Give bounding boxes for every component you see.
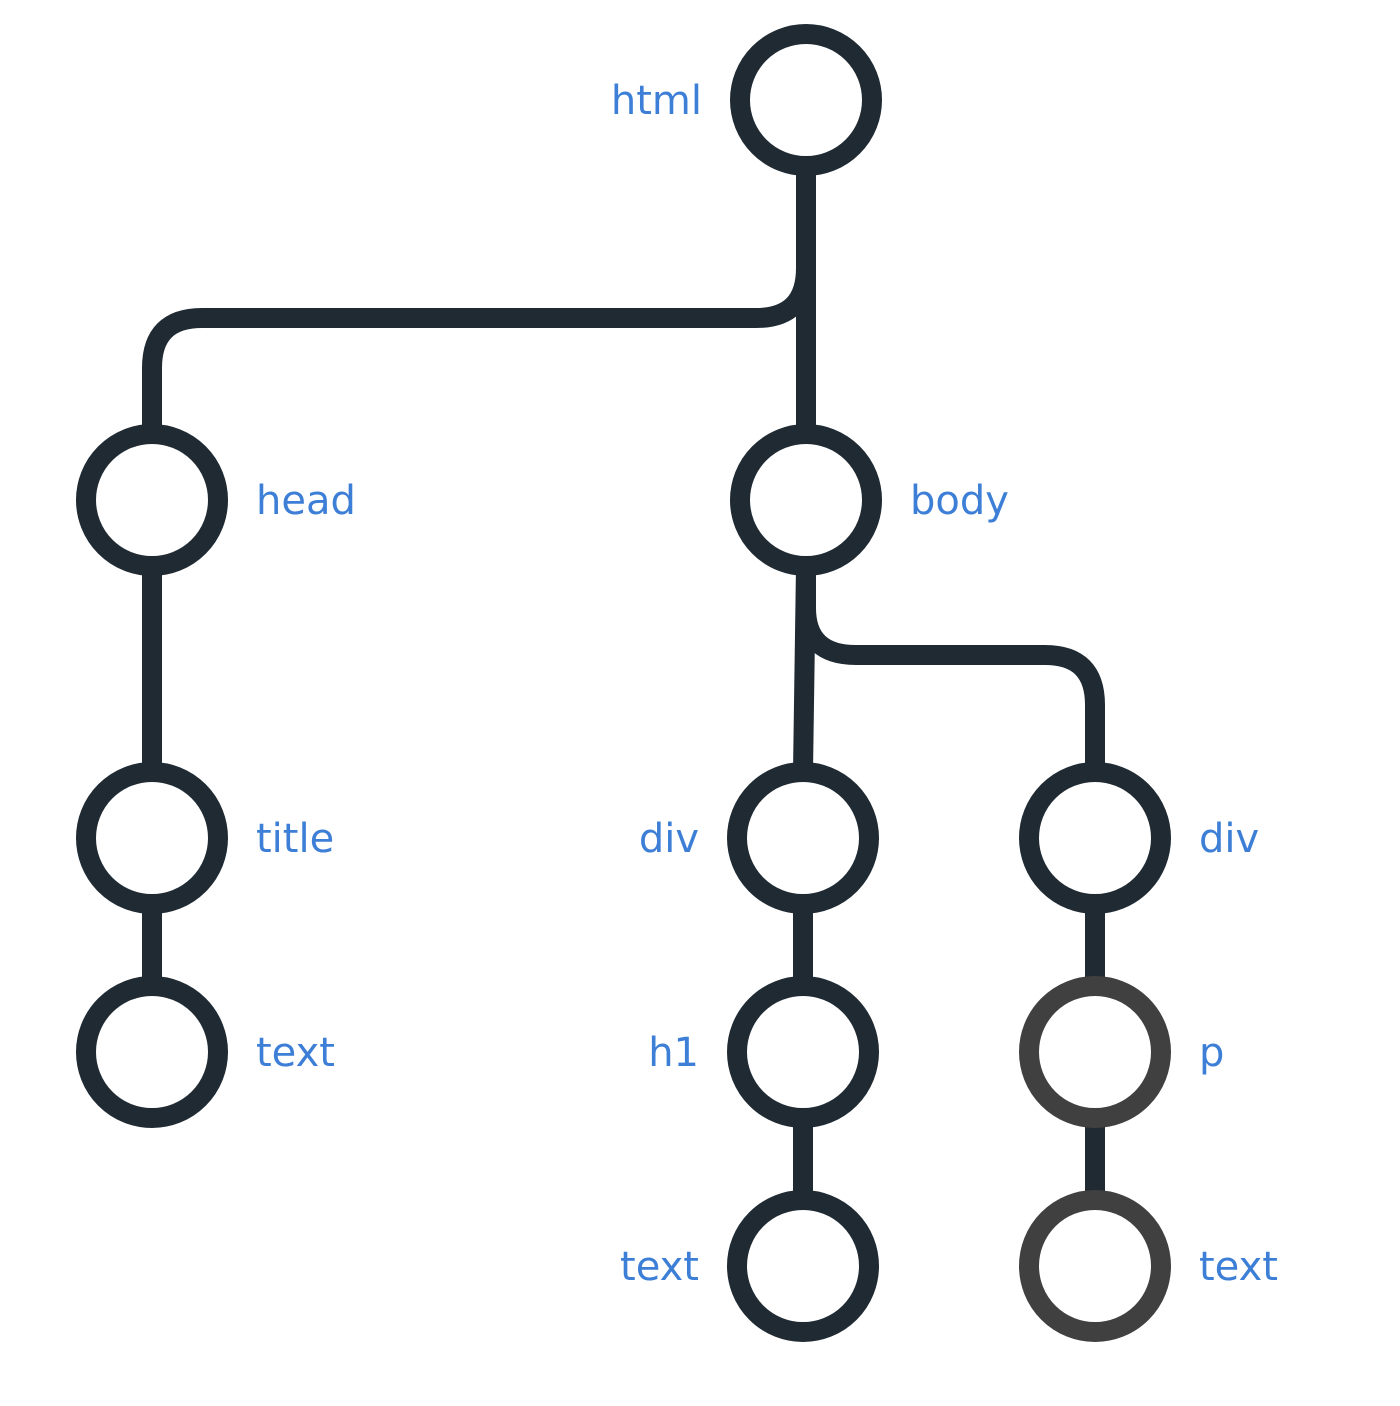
label-html: html	[611, 78, 702, 124]
label-title: title	[256, 816, 334, 862]
label-p: p	[1199, 1030, 1224, 1076]
label-text3: text	[1199, 1244, 1278, 1290]
node-text1	[76, 976, 228, 1128]
node-div2	[1019, 762, 1171, 914]
label-head: head	[256, 478, 356, 524]
node-body	[730, 424, 882, 576]
node-text2	[727, 1190, 879, 1342]
label-text2: text	[620, 1244, 699, 1290]
node-div1	[727, 762, 879, 914]
node-h1	[727, 976, 879, 1128]
label-div1: div	[639, 816, 699, 862]
edge-body-div2	[796, 556, 1105, 782]
tree-edges	[142, 156, 1105, 1210]
label-body: body	[910, 478, 1009, 524]
edge-html-head	[142, 156, 816, 444]
tree-labels: html head body title text div div h1 p text text	[256, 78, 1278, 1290]
node-p	[1019, 976, 1171, 1128]
node-html	[730, 24, 882, 176]
label-text1: text	[256, 1030, 335, 1076]
node-head	[76, 424, 228, 576]
label-div2: div	[1199, 816, 1259, 862]
node-title	[76, 762, 228, 914]
label-h1: h1	[648, 1030, 699, 1076]
node-text3	[1019, 1190, 1171, 1342]
tree-nodes	[76, 24, 1171, 1342]
